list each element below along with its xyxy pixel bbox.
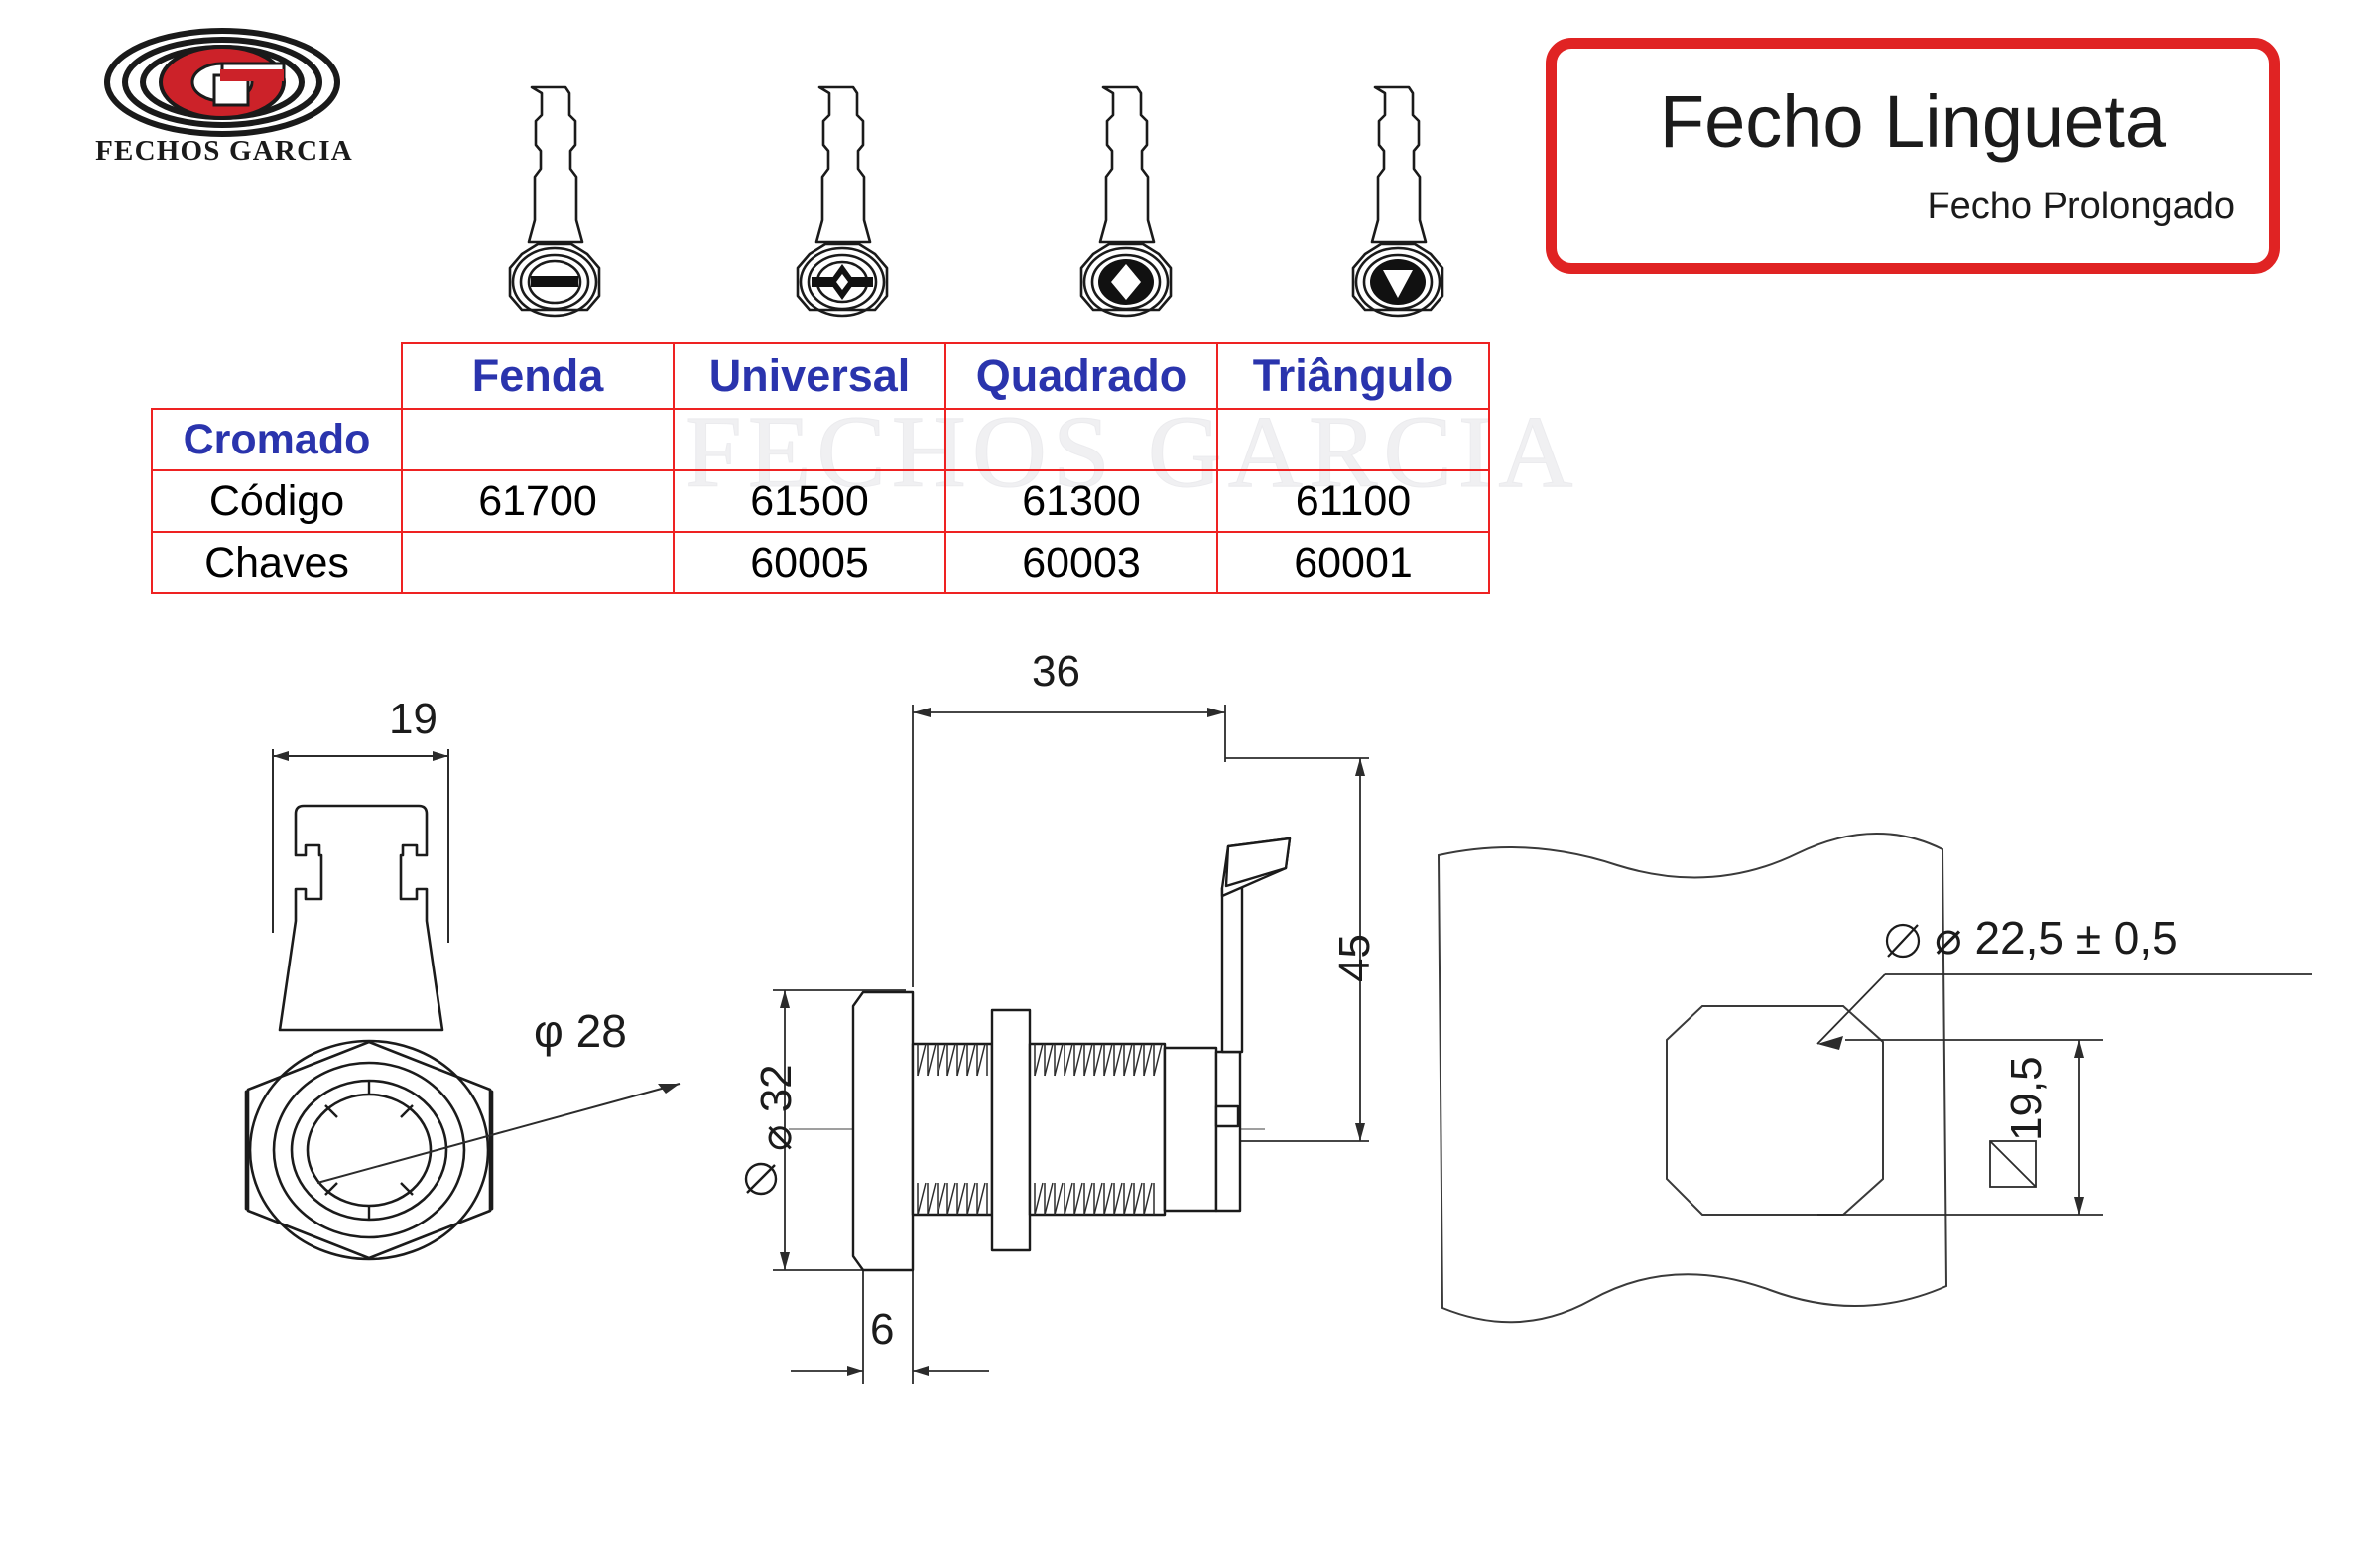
lock-head-fenda xyxy=(466,79,645,318)
row-label-codigo: Código xyxy=(151,469,403,533)
panel-cutout-view: ⌀ 22,5 ± 0,5 19,5 xyxy=(1369,794,2321,1409)
column-header-quadrado: Quadrado xyxy=(944,342,1218,410)
column-header-fenda: Fenda xyxy=(401,342,675,410)
lock-head-universal xyxy=(754,79,933,318)
table-row: Cromado xyxy=(151,408,1490,471)
cell-codigo-quadrado: 61300 xyxy=(944,469,1218,533)
table-row: Chaves 60005 60003 60001 xyxy=(151,531,1490,594)
cell-codigo-triangulo: 61100 xyxy=(1216,469,1490,533)
column-header-triangulo: Triângulo xyxy=(1216,342,1490,410)
cell-chaves-quadrado: 60003 xyxy=(944,531,1218,594)
cell-cromado-quadrado xyxy=(944,408,1218,471)
front-view-lock: 19 φ 28 xyxy=(179,695,734,1429)
cell-codigo-fenda: 61700 xyxy=(401,469,675,533)
table-row: Código 61700 61500 61300 61100 xyxy=(151,469,1490,533)
row-label-chaves: Chaves xyxy=(151,531,403,594)
title-box: Fecho Lingueta Fecho Prolongado xyxy=(1546,38,2280,274)
dim-flat-19-5: 19,5 xyxy=(2002,1056,2051,1141)
side-view-lock: 36 45 ⌀ 32 6 xyxy=(729,647,1414,1419)
dim-diameter-28: φ 28 xyxy=(534,1005,627,1057)
table-corner-cell xyxy=(152,343,402,409)
spec-table: Fenda Universal Quadrado Triângulo Croma… xyxy=(151,342,1490,594)
row-label-cromado: Cromado xyxy=(151,408,403,471)
dim-width-19: 19 xyxy=(389,695,438,743)
cell-cromado-fenda xyxy=(401,408,675,471)
cell-chaves-fenda xyxy=(401,531,675,594)
dim-diameter-32: ⌀ 32 xyxy=(752,1064,801,1151)
cell-chaves-triangulo: 60001 xyxy=(1216,531,1490,594)
cell-chaves-universal: 60005 xyxy=(673,531,946,594)
dim-hole-diameter: ⌀ 22,5 ± 0,5 xyxy=(1935,912,2178,964)
company-logo: FECHOS GARCIA xyxy=(95,28,353,177)
garcia-g-logo xyxy=(103,28,341,137)
dim-thickness-6: 6 xyxy=(870,1305,895,1353)
page-subtitle: Fecho Prolongado xyxy=(1927,186,2235,227)
cell-cromado-universal xyxy=(673,408,946,471)
lock-head-quadrado xyxy=(1038,79,1216,318)
lock-head-triangulo xyxy=(1310,79,1488,318)
cell-cromado-triangulo xyxy=(1216,408,1490,471)
cell-codigo-universal: 61500 xyxy=(673,469,946,533)
page-title: Fecho Lingueta xyxy=(1659,80,2167,163)
dim-length-36: 36 xyxy=(1032,647,1080,696)
logo-brand-text: FECHOS GARCIA xyxy=(95,135,353,167)
technical-drawings: 19 φ 28 xyxy=(0,647,2380,1546)
column-header-universal: Universal xyxy=(673,342,946,410)
table-header-row: Fenda Universal Quadrado Triângulo xyxy=(152,342,1490,410)
